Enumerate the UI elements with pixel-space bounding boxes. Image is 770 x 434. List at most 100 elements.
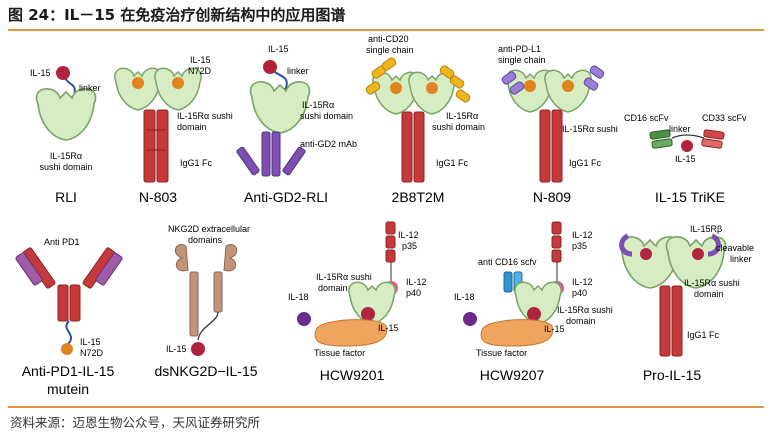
sushi-domain bbox=[35, 88, 97, 141]
cd16-scfv bbox=[649, 129, 671, 140]
label-chain-1: anti-PD-L1 bbox=[498, 44, 541, 54]
label-rb: IL-15Rβ bbox=[690, 224, 722, 234]
label-sushi-1: IL-15Rα bbox=[50, 151, 82, 161]
construct-name: HCW9201 bbox=[320, 367, 385, 383]
label-il18: IL-18 bbox=[288, 292, 309, 302]
construct-n809: anti-PD-L1 single chain IL-15Rα sushi Ig… bbox=[498, 44, 618, 205]
label-p40: p40 bbox=[572, 288, 587, 298]
label-sushi-1: IL-15Rα bbox=[302, 100, 334, 110]
construct-anti-gd2-rli: IL-15 linker IL-15Rα sushi domain anti-G… bbox=[236, 44, 357, 205]
sushi-domain bbox=[249, 81, 311, 134]
il15-ball bbox=[361, 307, 375, 321]
il15-ball bbox=[191, 342, 205, 356]
figure-title: 图 24：IL－15 在免疫治疗创新结构中的应用图谱 bbox=[8, 6, 346, 24]
label-il15: IL-15 bbox=[80, 337, 101, 347]
construct-pro-il15: IL-15Rβ cleavable linker IL-15Rα sushi d… bbox=[619, 224, 754, 383]
label-p35: p35 bbox=[402, 241, 417, 251]
label-il12: IL-12 bbox=[572, 230, 593, 240]
label-fc: IgG1 Fc bbox=[687, 330, 720, 340]
label-sushi-2: sushi domain bbox=[432, 122, 485, 132]
construct-rli: IL-15 linker IL-15Rα sushi domain RLI bbox=[30, 66, 101, 205]
fc-chain-left bbox=[143, 109, 156, 183]
source-note: 资料来源：迈恩生物公众号，天风证券研究所 bbox=[10, 415, 261, 430]
il15rb-left bbox=[619, 233, 633, 257]
label-sushi-2: sushi domain bbox=[300, 111, 353, 121]
construct-name: RLI bbox=[55, 189, 77, 205]
construct-trike: CD16 scFv CD33 scFv linker IL-15 IL-15 T… bbox=[624, 113, 747, 205]
label-cleav-2: linker bbox=[730, 254, 752, 264]
label-ecd-1: NKG2D extracellular bbox=[168, 224, 250, 234]
construct-anti-pd1-il15: Anti PD1 IL-15 N72D Anti-PD1-IL-15 mutei… bbox=[15, 237, 123, 397]
label-fc: IgG1 Fc bbox=[180, 158, 213, 168]
construct-name: N-803 bbox=[139, 189, 177, 205]
construct-dsnkg2d: NKG2D extracellular domains IL-15 dsNKG2… bbox=[154, 224, 257, 379]
construct-name: dsNKG2D−IL-15 bbox=[154, 363, 257, 379]
label-sushi-2: sushi domain bbox=[39, 162, 92, 172]
tissue-factor bbox=[314, 319, 388, 347]
label-sushi-1: IL-15Rα sushi bbox=[557, 305, 613, 315]
label-il15: IL-15 bbox=[190, 55, 211, 65]
il15rb-right bbox=[707, 233, 721, 257]
label-sushi-1: IL-15Rα sushi bbox=[684, 278, 740, 288]
construct-hcw9201: IL-12 p35 IL-12 p40 IL-15Rα sushi domain… bbox=[288, 221, 427, 383]
bottom-rule bbox=[8, 406, 764, 408]
label-sushi-1: IL-15Rα sushi bbox=[177, 111, 233, 121]
label-cleav-1: cleavable bbox=[716, 243, 754, 253]
label-mab: anti-GD2 mAb bbox=[300, 139, 357, 149]
sushi-left bbox=[114, 67, 162, 111]
construct-name: IL-15 TriKE bbox=[655, 189, 725, 205]
label-linker: linker bbox=[79, 83, 101, 93]
il15-ball bbox=[61, 343, 73, 355]
label-il15: IL-15 bbox=[675, 154, 696, 164]
label-p40: p40 bbox=[406, 288, 421, 298]
construct-name-2: mutein bbox=[47, 381, 89, 397]
construct-name: Anti-GD2-RLI bbox=[244, 189, 328, 205]
construct-name: N-809 bbox=[533, 189, 571, 205]
label-sushi: IL-15Rα sushi bbox=[562, 124, 618, 134]
label-il15: IL-15 bbox=[268, 44, 289, 54]
label-scfv: anti CD16 scfv bbox=[478, 257, 537, 267]
label-n72d: N72D bbox=[188, 66, 212, 76]
il18-ball bbox=[297, 312, 311, 326]
construct-name: 2B8T2M bbox=[392, 189, 445, 205]
il15-ball-right bbox=[172, 77, 184, 89]
construct-2b8t2m: anti-CD20 single chain IL-15Rα sushi dom… bbox=[365, 34, 485, 205]
label-il15: IL-15 bbox=[166, 344, 187, 354]
label-sushi-1: IL-15Rα sushi bbox=[316, 272, 372, 282]
label-ecd-2: domains bbox=[188, 235, 223, 245]
label-linker: linker bbox=[669, 124, 691, 134]
label-pd1: Anti PD1 bbox=[44, 237, 80, 247]
cd16-scfv bbox=[503, 271, 513, 293]
label-fc: IgG1 Fc bbox=[569, 158, 602, 168]
label-chain-2: single chain bbox=[498, 55, 546, 65]
top-rule bbox=[8, 29, 764, 31]
il15-ball bbox=[56, 66, 70, 80]
construct-name-1: Anti-PD1-IL-15 bbox=[22, 363, 115, 379]
label-sushi-1: IL-15Rα bbox=[446, 111, 478, 121]
anti-pdl1-domain bbox=[501, 71, 517, 85]
label-sushi-2: domain bbox=[566, 316, 596, 326]
il15-ball bbox=[263, 60, 277, 74]
label-p35: p35 bbox=[572, 241, 587, 251]
label-il18: IL-18 bbox=[454, 292, 475, 302]
nkg2d-domain-left bbox=[174, 244, 189, 272]
il15-ball bbox=[681, 140, 693, 152]
label-cd33: CD33 scFv bbox=[702, 113, 747, 123]
label-il12: IL-12 bbox=[398, 230, 419, 240]
label-il15: IL-15 bbox=[30, 68, 51, 78]
label-il12-2: IL-12 bbox=[572, 277, 593, 287]
label-chain-1: anti-CD20 bbox=[368, 34, 409, 44]
nkg2d-domain-right bbox=[223, 244, 238, 272]
cd33-scfv bbox=[703, 129, 725, 140]
construct-name: Pro-IL-15 bbox=[643, 367, 702, 383]
label-il12-2: IL-12 bbox=[406, 277, 427, 287]
fc-chain-right bbox=[156, 109, 169, 183]
construct-hcw9207: IL-12 p35 IL-12 p40 anti CD16 scfv IL-15… bbox=[454, 221, 613, 383]
il15-ball-left bbox=[132, 77, 144, 89]
label-sushi-2: domain bbox=[318, 283, 348, 293]
label-sushi-2: domain bbox=[177, 122, 207, 132]
label-sushi-2: domain bbox=[694, 289, 724, 299]
label-cd16: CD16 scFv bbox=[624, 113, 669, 123]
label-tissue: Tissue factor bbox=[476, 348, 527, 358]
